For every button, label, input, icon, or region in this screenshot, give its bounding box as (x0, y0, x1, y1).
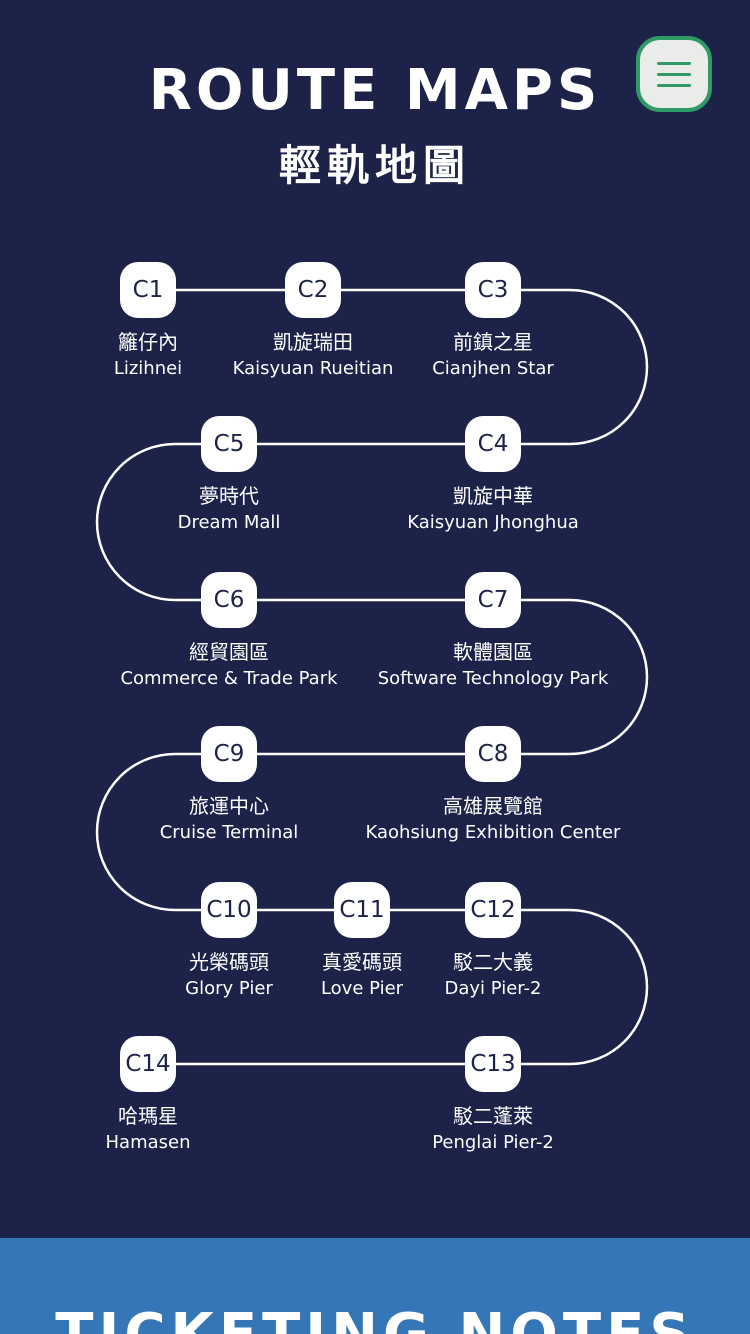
station-name-zh: 凱旋瑞田 (273, 330, 353, 354)
station-name-en: Love Pier (320, 978, 404, 999)
station-name-en: Dayi Pier-2 (444, 978, 542, 999)
station-name-en: Kaisyuan Rueitian (232, 358, 394, 379)
station-labels: 經貿園區 Commerce & Trade Park (79, 638, 379, 692)
station-name-en: Hamasen (105, 1132, 191, 1153)
station-name-en: Commerce & Trade Park (120, 668, 338, 689)
station-name-zh: 哈瑪星 (118, 1104, 178, 1128)
station-name-zh: 駁二大義 (453, 950, 533, 974)
hamburger-menu-icon (657, 61, 691, 65)
station-name-zh: 駁二蓬萊 (453, 1104, 533, 1128)
hamburger-menu-icon-bar (657, 72, 691, 76)
station-labels: 光榮碼頭 Glory Pier (79, 948, 379, 1002)
station-badge[interactable]: C11 (334, 882, 390, 938)
station-badge[interactable]: C9 (201, 726, 257, 782)
menu-button[interactable] (636, 36, 712, 112)
station-badge[interactable]: C4 (465, 416, 521, 472)
station-badge[interactable]: C10 (201, 882, 257, 938)
station-badge[interactable]: C12 (465, 882, 521, 938)
station-name-en: Kaohsiung Exhibition Center (365, 822, 621, 843)
station-labels: 前鎮之星 Cianjhen Star (343, 328, 643, 382)
ticketing-notes-section: TICKETING NOTES (0, 1238, 750, 1334)
station-labels: 凱旋中華 Kaisyuan Jhonghua (343, 482, 643, 536)
station-name-en: Kaisyuan Jhonghua (407, 512, 579, 533)
station-name-en: Software Technology Park (377, 668, 609, 689)
station-labels: 夢時代 Dream Mall (79, 482, 379, 536)
station-name-zh: 經貿園區 (189, 640, 269, 664)
station-badge[interactable]: C3 (465, 262, 521, 318)
track-line (95, 288, 649, 1066)
station-labels: 軟體園區 Software Technology Park (343, 638, 643, 692)
station-name-zh: 光榮碼頭 (189, 950, 269, 974)
station-labels: 凱旋瑞田 Kaisyuan Rueitian (163, 328, 463, 382)
station-badge[interactable]: C14 (120, 1036, 176, 1092)
station-name-zh: 軟體園區 (453, 640, 533, 664)
station-badge[interactable]: C5 (201, 416, 257, 472)
hamburger-menu-icon-bar (657, 83, 691, 87)
route-track (95, 288, 649, 1066)
station-name-zh: 夢時代 (199, 484, 259, 508)
station-name-zh: 籬仔內 (118, 330, 178, 354)
station-name-en: Lizihnei (113, 358, 183, 379)
station-labels: 高雄展覽館 Kaohsiung Exhibition Center (343, 792, 643, 846)
station-labels: 旅運中心 Cruise Terminal (79, 792, 379, 846)
station-labels: 真愛碼頭 Love Pier (212, 948, 512, 1002)
section-title: TICKETING NOTES (0, 1302, 750, 1334)
station-name-en: Cianjhen Star (432, 358, 554, 379)
station-badge[interactable]: C7 (465, 572, 521, 628)
station-badge[interactable]: C6 (201, 572, 257, 628)
station-name-zh: 高雄展覽館 (443, 794, 543, 818)
page-header: ROUTE MAPS 輕軌地圖 (0, 0, 750, 220)
station-labels: 哈瑪星 Hamasen (0, 1102, 298, 1156)
page-title: ROUTE MAPS (148, 58, 602, 123)
station-badge[interactable]: C1 (120, 262, 176, 318)
station-name-zh: 旅運中心 (189, 794, 269, 818)
station-name-en: Penglai Pier-2 (432, 1132, 554, 1153)
route-map: C1 籬仔內 Lizihnei C2 凱旋瑞田 Kaisyuan Rueitia… (0, 230, 750, 1190)
station-name-zh: 真愛碼頭 (322, 950, 402, 974)
station-badge[interactable]: C13 (465, 1036, 521, 1092)
station-name-en: Cruise Terminal (159, 822, 299, 843)
station-labels: 駁二蓬萊 Penglai Pier-2 (343, 1102, 643, 1156)
station-badge[interactable]: C8 (465, 726, 521, 782)
station-name-zh: 凱旋中華 (453, 484, 533, 508)
station-name-zh: 前鎮之星 (453, 330, 533, 354)
station-name-en: Glory Pier (185, 978, 273, 999)
station-labels: 駁二大義 Dayi Pier-2 (343, 948, 643, 1002)
station-badge[interactable]: C2 (285, 262, 341, 318)
station-name-en: Dream Mall (177, 512, 281, 533)
station-labels: 籬仔內 Lizihnei (0, 328, 298, 382)
page-subtitle: 輕軌地圖 (278, 141, 471, 190)
